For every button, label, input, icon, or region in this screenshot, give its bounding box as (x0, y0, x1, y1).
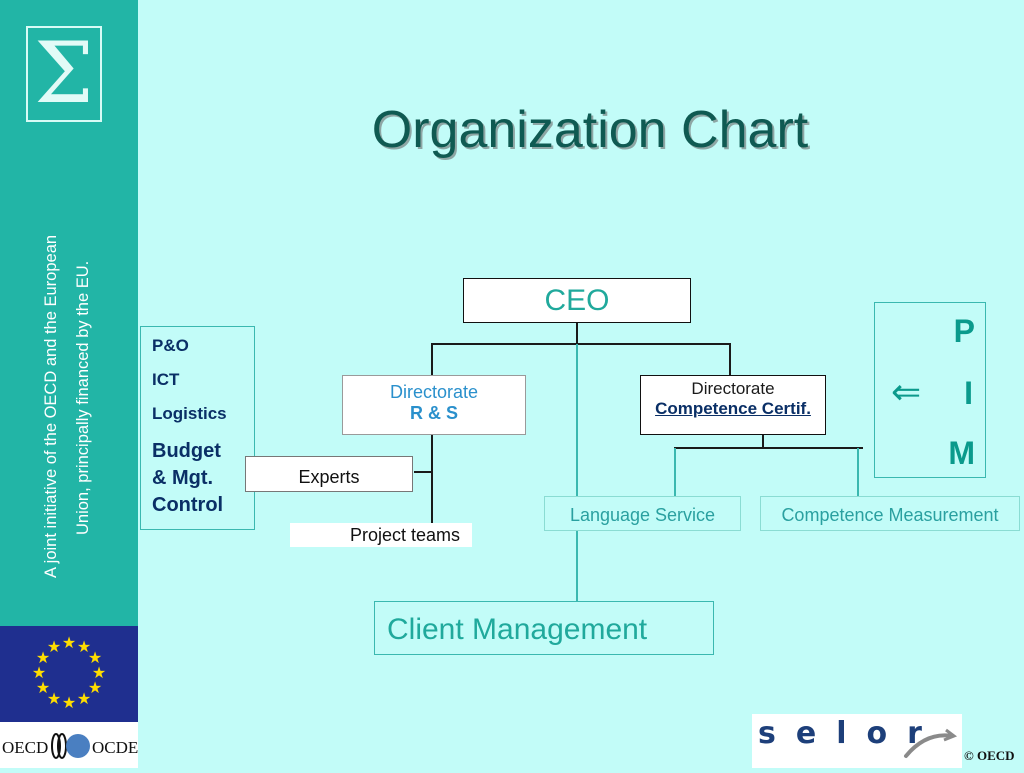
connector-line (674, 448, 676, 496)
svg-text:★: ★ (88, 678, 102, 697)
svg-text:★: ★ (77, 689, 91, 708)
directorate-cc-node: Directorate Competence Certif. (640, 375, 826, 435)
connector-line (576, 531, 578, 601)
unit-label: ICT (152, 370, 180, 389)
copyright-text: © OECD (964, 748, 1015, 763)
connector-line (576, 322, 578, 344)
connector-line (431, 343, 731, 345)
selor-wordmark: selor (758, 716, 942, 751)
oecd-logo: OECD OCDE (0, 722, 138, 768)
unit-label: Budget (152, 440, 221, 462)
connector-line (431, 434, 433, 524)
svg-text:OECD: OECD (2, 738, 48, 757)
sigma-icon: Σ (34, 28, 93, 120)
svg-text:★: ★ (77, 637, 91, 656)
page-title: Organization Chart (371, 101, 809, 159)
connector-line (762, 434, 764, 448)
project-teams-node: Project teams (290, 523, 472, 547)
language-service-node: Language Service (544, 496, 741, 531)
svg-text:★: ★ (32, 663, 46, 682)
svg-text:OCDE: OCDE (92, 738, 138, 757)
directorate-rs-line1: Directorate (389, 382, 479, 402)
eu-flag-icon: ★ ★ ★ ★ ★ ★ ★ ★ ★ ★ ★ ★ (0, 626, 138, 722)
sidebar-text: A joint initiative of the OECD and the E… (30, 160, 100, 580)
sidebar: Σ A joint initiative of the OECD and the… (0, 0, 138, 626)
pim-node: P ⇐ I M (874, 302, 986, 478)
competence-measurement-node: Competence Measurement (760, 496, 1020, 531)
directorate-rs-node: Directorate R & S (342, 375, 526, 435)
pim-letter-m: M (948, 435, 975, 471)
connector-line (674, 447, 863, 449)
unit-label: Logistics (152, 404, 227, 423)
swoosh-icon (904, 728, 958, 758)
directorate-cc-line1: Directorate (691, 379, 775, 398)
svg-text:★: ★ (36, 648, 50, 667)
svg-text:★: ★ (92, 663, 106, 682)
directorate-cc-line2: Competence Certif. (655, 399, 811, 418)
directorate-rs-line2: R & S (409, 403, 458, 423)
connector-line (857, 448, 859, 496)
sidebar-text-line1: A joint initiative of the OECD and the E… (42, 235, 60, 578)
svg-text:★: ★ (47, 689, 61, 708)
unit-label: & Mgt. (152, 467, 214, 489)
connector-line (431, 343, 433, 376)
experts-node: Experts (245, 456, 413, 492)
svg-text:★: ★ (62, 633, 76, 652)
unit-label: Control (152, 494, 224, 516)
pim-letter-i: I (964, 375, 973, 411)
selor-logo: selor (752, 714, 962, 768)
sidebar-text-line2: Union, principally financed by the EU. (74, 261, 92, 535)
client-management-node: Client Management (374, 601, 714, 655)
connector-line (729, 343, 731, 376)
sigma-logo: Σ (26, 26, 102, 122)
support-units-node: P&O ICT Logistics Budget & Mgt. Control (140, 326, 255, 530)
left-double-arrow-icon: ⇐ (891, 371, 922, 412)
connector-line (414, 471, 431, 473)
svg-text:★: ★ (47, 637, 61, 656)
connector-line (576, 344, 578, 496)
svg-text:★: ★ (88, 648, 102, 667)
svg-text:★: ★ (36, 678, 50, 697)
unit-label: P&O (152, 336, 189, 355)
pim-letter-p: P (953, 313, 975, 349)
ceo-node: CEO (463, 278, 691, 323)
svg-text:Σ: Σ (34, 28, 93, 120)
svg-text:★: ★ (62, 693, 76, 712)
